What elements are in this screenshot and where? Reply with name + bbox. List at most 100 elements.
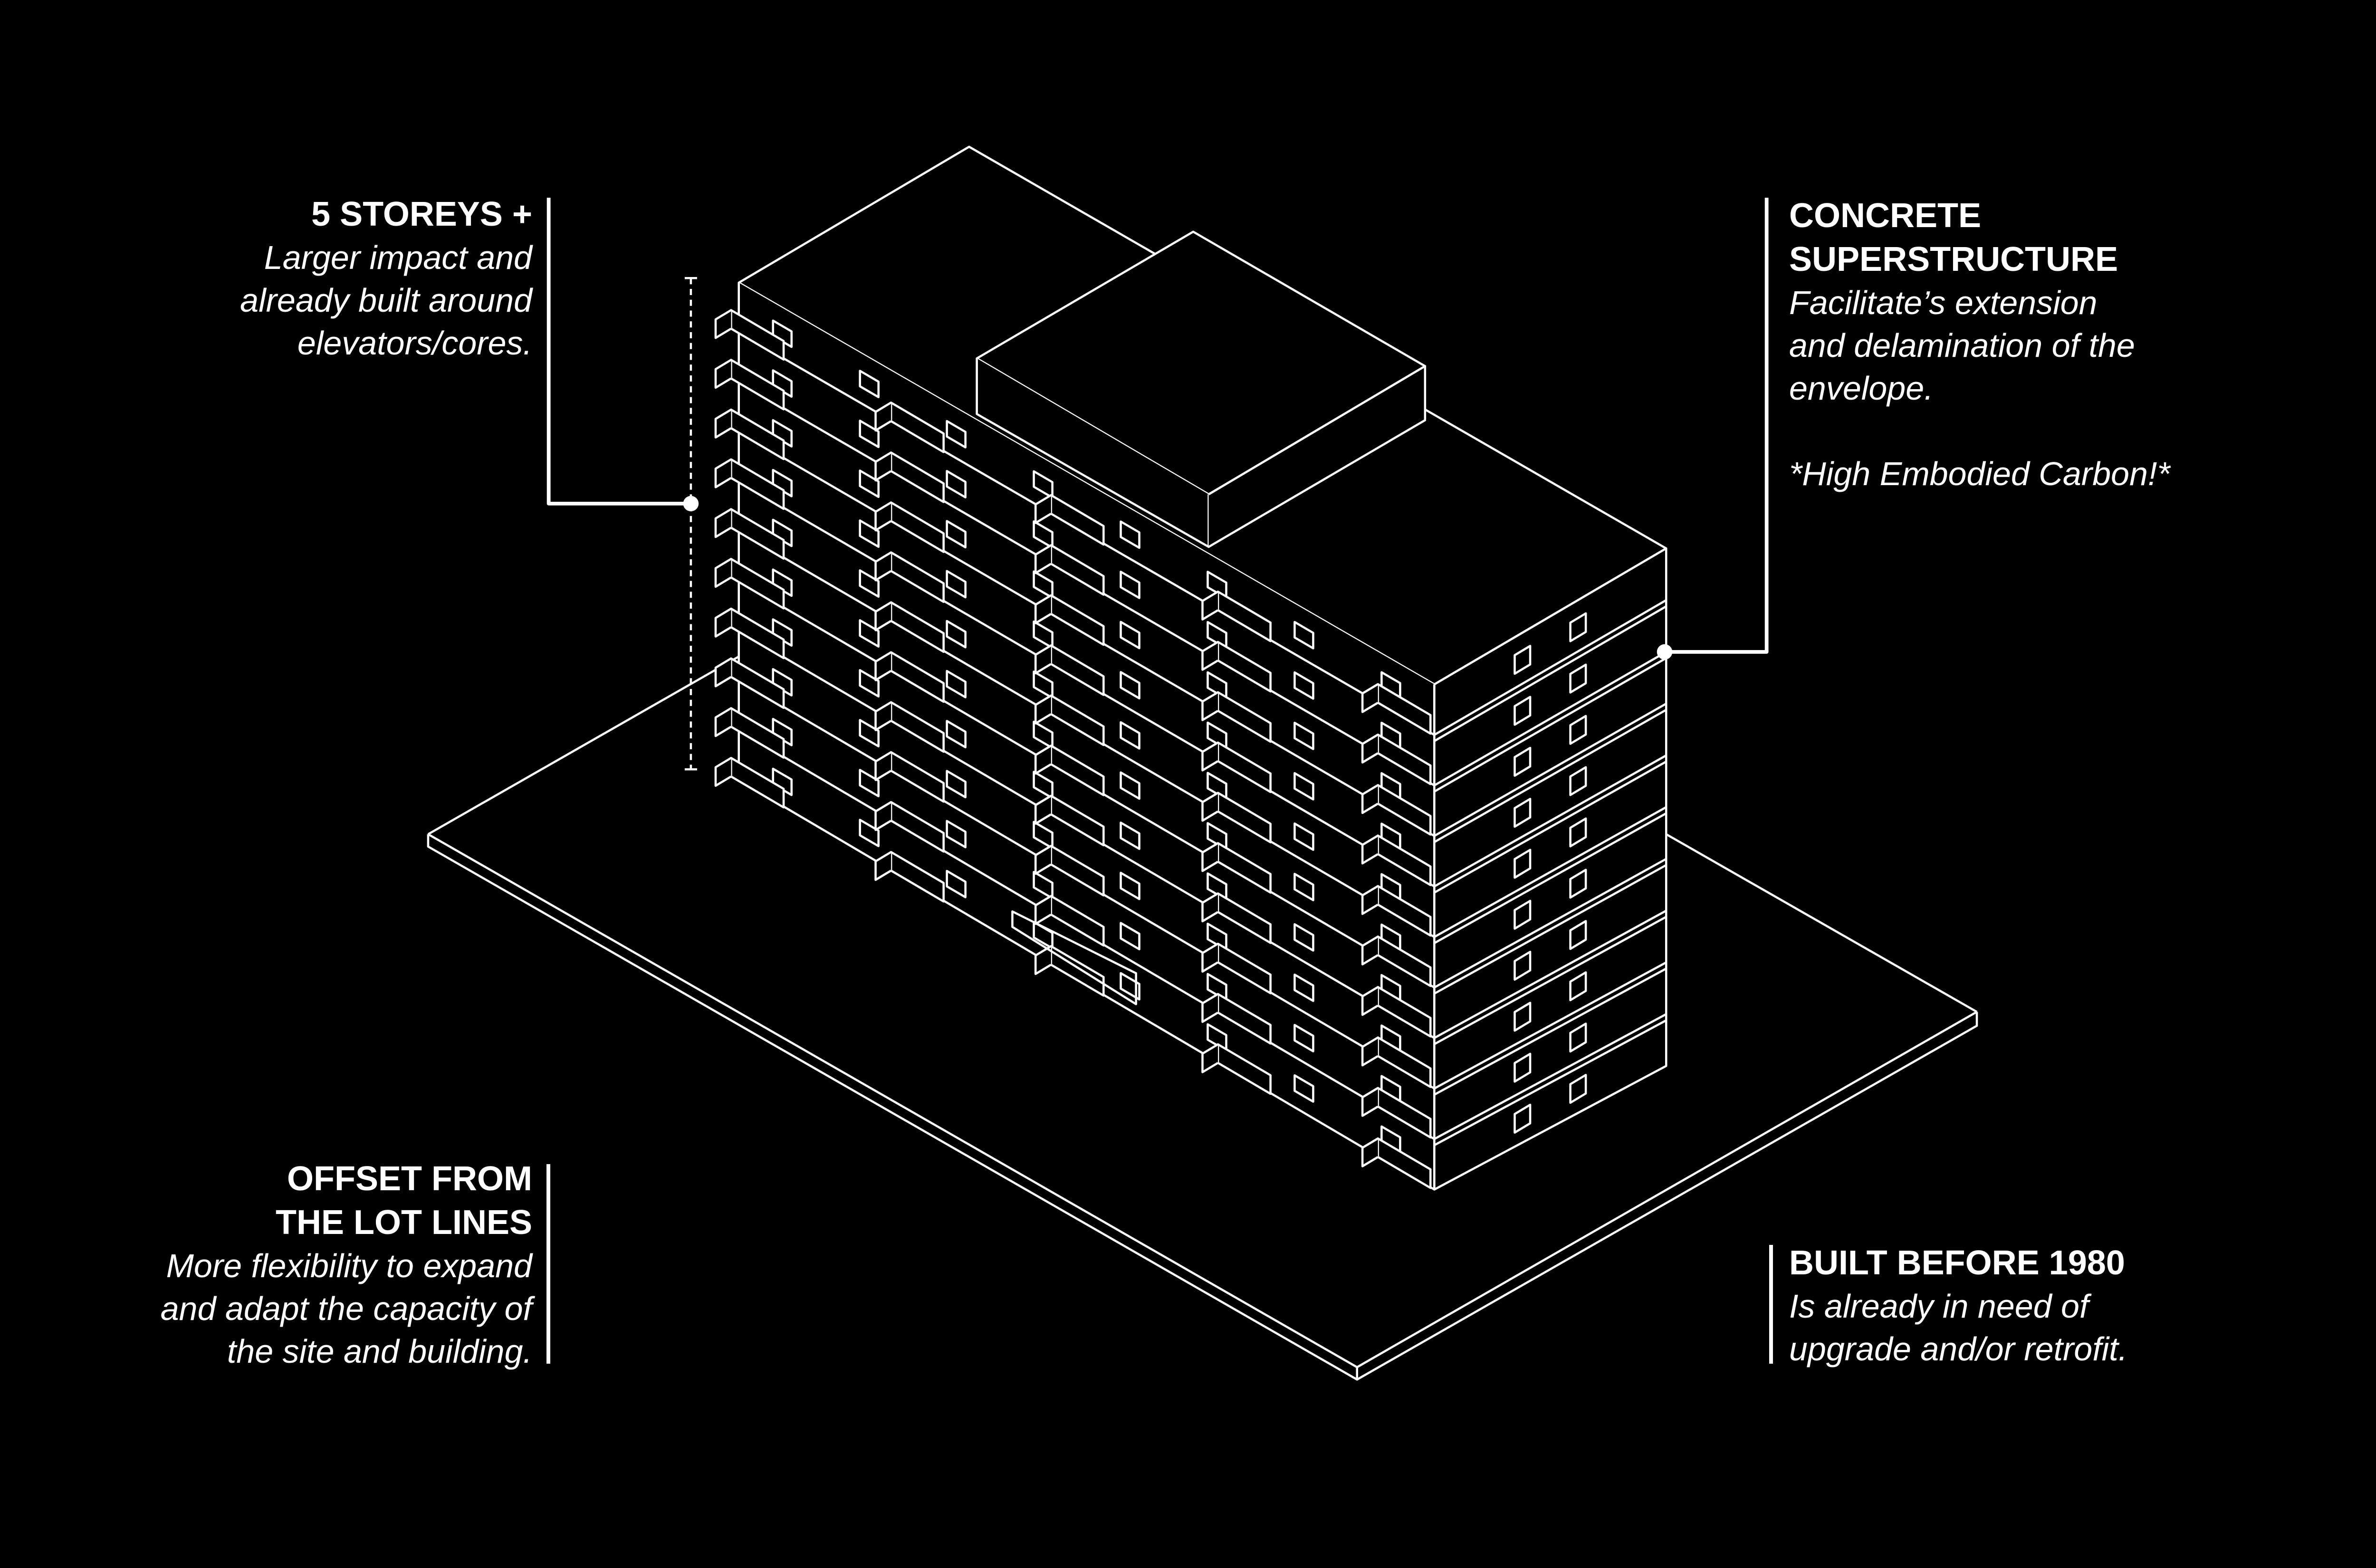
window: [1120, 922, 1140, 951]
window: [1514, 746, 1532, 777]
balcony-side: [874, 402, 892, 432]
slab-edge-line: [1434, 1019, 1667, 1147]
annotation-concrete: CONCRETE SUPERSTRUCTURE Facilitate’s ext…: [1789, 194, 2170, 495]
entrance-canopy: [1011, 910, 1137, 1005]
window: [859, 719, 880, 747]
annotation-text-line: the site and building.: [227, 1333, 532, 1370]
window: [1569, 1074, 1587, 1104]
balcony-side: [1361, 834, 1379, 865]
window: [1293, 772, 1314, 801]
balcony-side: [714, 359, 732, 389]
slab-edge-line: [1434, 967, 1667, 1096]
storey-line: [738, 580, 1667, 989]
balcony-side: [1034, 895, 1052, 925]
built-annotation-bar: [1769, 1245, 1773, 1364]
slab-edge-line: [1434, 605, 1667, 742]
window: [1293, 923, 1314, 952]
window: [772, 518, 793, 547]
window: [946, 770, 967, 799]
window: [859, 619, 880, 648]
balcony-side: [1201, 1043, 1219, 1073]
balconies: [714, 309, 1432, 1189]
balcony-side: [1034, 544, 1052, 574]
window: [946, 520, 967, 549]
window: [1569, 920, 1587, 950]
balcony-side: [874, 601, 892, 631]
window: [1293, 973, 1314, 1002]
window: [859, 769, 880, 797]
annotation-title: CONCRETE: [1789, 197, 1982, 235]
balcony-side: [1361, 784, 1379, 814]
storey-line: [738, 480, 1667, 888]
balcony-side: [1034, 644, 1052, 675]
annotation-text-line: upgrade and/or retrofit.: [1789, 1330, 2128, 1367]
window: [772, 767, 793, 796]
balcony-side: [1361, 1036, 1379, 1067]
balcony-side: [1034, 594, 1052, 624]
storey-line: [738, 729, 1667, 1140]
window: [772, 618, 793, 647]
window: [1293, 1074, 1314, 1103]
window: [1514, 1103, 1532, 1134]
window: [1514, 696, 1532, 726]
window: [1120, 520, 1140, 549]
window: [946, 620, 967, 649]
annotation-text-line: Facilitate’s extension: [1789, 284, 2098, 321]
balcony-side: [1361, 936, 1379, 966]
balcony-side: [874, 651, 892, 681]
balcony-side: [714, 608, 732, 638]
storey-line: [738, 630, 1667, 1039]
window: [859, 519, 880, 548]
balcony-side: [1201, 741, 1219, 772]
balcony-side: [1201, 591, 1219, 621]
window: [859, 469, 880, 498]
annotation-title: BUILT BEFORE 1980: [1789, 1244, 2125, 1282]
annotation-built: BUILT BEFORE 1980 Is already in need of …: [1789, 1241, 2127, 1370]
window: [1569, 971, 1587, 1002]
annotation-title: SUPERSTRUCTURE: [1789, 240, 2118, 278]
balcony-side: [874, 701, 892, 731]
window: [946, 720, 967, 748]
window: [859, 569, 880, 598]
window: [1514, 645, 1532, 675]
balcony-side: [874, 751, 892, 781]
balcony-side: [1201, 792, 1219, 822]
window: [1569, 612, 1587, 642]
window: [1514, 798, 1532, 828]
window: [772, 319, 793, 348]
leader-dot-concrete: [1657, 644, 1673, 660]
annotation-storeys: 5 STOREYS + Larger impact and already bu…: [240, 192, 532, 364]
window: [1514, 849, 1532, 879]
storey-dimension-line: [684, 277, 697, 771]
slab-edge-line: [1434, 760, 1667, 894]
window: [946, 470, 967, 498]
annotation-title: OFFSET FROM: [287, 1160, 532, 1198]
storey-line: [738, 431, 1667, 837]
balcony-side: [714, 707, 732, 737]
window: [946, 570, 967, 599]
window: [1120, 671, 1140, 700]
balcony-side: [874, 501, 892, 532]
annotation-text-line: and delamination of the: [1789, 327, 2135, 364]
annotation-text-line: and adapt the capacity of: [160, 1290, 532, 1327]
slab-edge-line: [1434, 708, 1667, 843]
site-lot-slab: [427, 655, 1978, 1381]
window: [1514, 1052, 1532, 1083]
balcony-side: [1361, 1087, 1379, 1117]
window: [772, 717, 793, 746]
window: [859, 669, 880, 698]
balcony-side: [1034, 745, 1052, 775]
annotation-title: THE LOT LINES: [276, 1204, 532, 1242]
balcony-side: [1201, 943, 1219, 973]
leader-line-storeys: [546, 198, 691, 506]
window: [1569, 715, 1587, 745]
window: [1514, 950, 1532, 981]
balcony-side: [1034, 694, 1052, 725]
leader-dot-storeys: [683, 496, 699, 512]
balcony-side: [714, 309, 732, 339]
window: [1293, 621, 1314, 650]
balcony-side: [1034, 794, 1052, 825]
storey-line: [738, 679, 1667, 1090]
balcony-side: [1361, 986, 1379, 1016]
